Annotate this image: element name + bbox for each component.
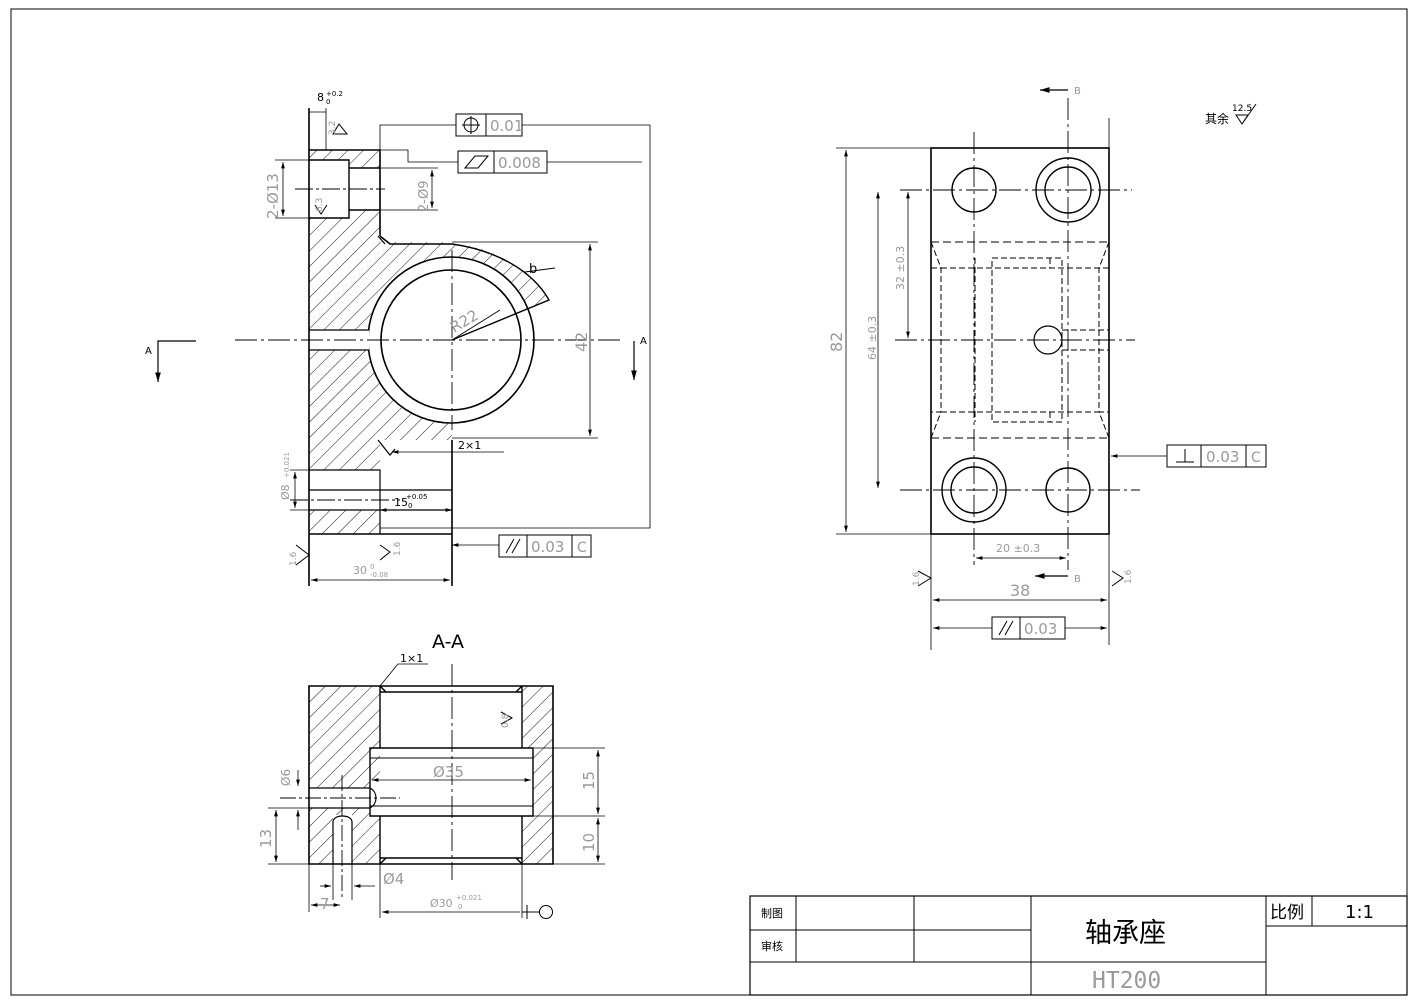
gdt-flatness-frame: 0.008	[457, 150, 548, 174]
gdt-parallel-side-value: 0.03	[1024, 620, 1057, 638]
scale-label: 比例	[1270, 903, 1304, 923]
rough-top: 3.2	[328, 121, 338, 135]
dim-38: 38	[1010, 581, 1030, 600]
dim-top-width-tol: +0.2	[326, 90, 343, 98]
section-marker-a-left: A	[145, 346, 152, 357]
part-name: 轴承座	[1085, 918, 1166, 949]
dim-lower-hole-tol: +0.021	[283, 452, 291, 478]
dim-32: 32 ±0.3	[894, 246, 907, 290]
general-finish-label: 其余	[1205, 111, 1229, 126]
section-marker-a-right: A	[640, 336, 647, 347]
sec-rough: 0.8	[501, 713, 511, 728]
dim-hole: 2-Ø9	[417, 181, 432, 212]
dim-width-tol-hi: 0	[370, 563, 374, 571]
part-material: HT200	[1092, 968, 1161, 994]
dim-base-bore-tol-lo: 0	[458, 903, 462, 911]
dim-slot: 15	[394, 496, 408, 509]
gdt-perpendicular-value: 0.03	[1206, 448, 1239, 466]
gdt-parallel-datum: C	[577, 540, 587, 556]
dim-4: Ø4	[383, 870, 404, 888]
dim-cbore: 2-Ø13	[264, 173, 282, 219]
dim-6: Ø6	[279, 769, 293, 786]
label-b: b	[529, 262, 537, 277]
dim-13: 13	[257, 829, 275, 848]
gdt-flatness-value: 0.008	[498, 154, 541, 172]
dim-bore: Ø35	[433, 763, 464, 781]
front-view	[155, 108, 651, 586]
dim-chamfer: 2×1	[458, 439, 481, 452]
dim-width-tol-lo: -0.08	[370, 571, 388, 579]
dim-20: 20 ±0.3	[996, 542, 1040, 555]
general-finish-value: 12.5	[1232, 104, 1252, 114]
section-title: A-A	[432, 631, 464, 653]
sec-dim-chamfer: 1×1	[400, 652, 423, 665]
dim-height: 82	[827, 332, 846, 352]
dim-10: 10	[580, 833, 598, 852]
gdt-parallel-value: 0.03	[531, 538, 564, 556]
dim-base-bore: Ø30	[430, 897, 453, 910]
dim-7: 7	[320, 895, 330, 913]
dim-width: 30	[353, 564, 367, 577]
scale-value: 1:1	[1345, 902, 1374, 923]
side-rough-right: 1.6	[1124, 569, 1134, 584]
side-view	[836, 87, 1257, 650]
section-marker-b-bottom: B	[1074, 574, 1081, 585]
rough-left: 1.6	[289, 551, 299, 566]
dim-top-width-tol-lo: 0	[326, 98, 330, 106]
side-rough-left: 1.6	[912, 571, 922, 586]
gdt-parallel-frame-front: 0.03 C	[498, 534, 592, 558]
drawn-by-label: 制图	[761, 907, 783, 920]
gdt-perpendicular-frame: 0.03 C	[1166, 444, 1267, 468]
dim-15: 15	[580, 771, 598, 790]
rough-right: 1.6	[393, 541, 403, 556]
dim-64: 64 ±0.3	[866, 316, 879, 360]
section-marker-b-top: B	[1074, 86, 1081, 97]
gdt-perpendicular-datum: C	[1251, 450, 1261, 466]
dim-top-width: 8	[317, 91, 324, 104]
gdt-position-value: 0.01	[490, 117, 523, 135]
dim-bore-height: 42	[572, 332, 591, 352]
rough-cbore: 6.3	[315, 198, 325, 212]
title-block	[749, 895, 1408, 996]
gdt-parallel-frame-side: 0.03	[991, 616, 1066, 640]
gdt-position-frame: 0.01	[455, 113, 523, 137]
dim-base-bore-tol: +0.021	[456, 894, 482, 902]
dim-slot-tol-lo: 0	[408, 502, 412, 510]
section-view-aa	[268, 663, 605, 919]
drawing-border	[10, 8, 1408, 996]
dim-lower-hole: Ø8	[279, 484, 292, 500]
checked-by-label: 审核	[761, 939, 783, 953]
dim-slot-tol: +0.05	[406, 493, 427, 501]
